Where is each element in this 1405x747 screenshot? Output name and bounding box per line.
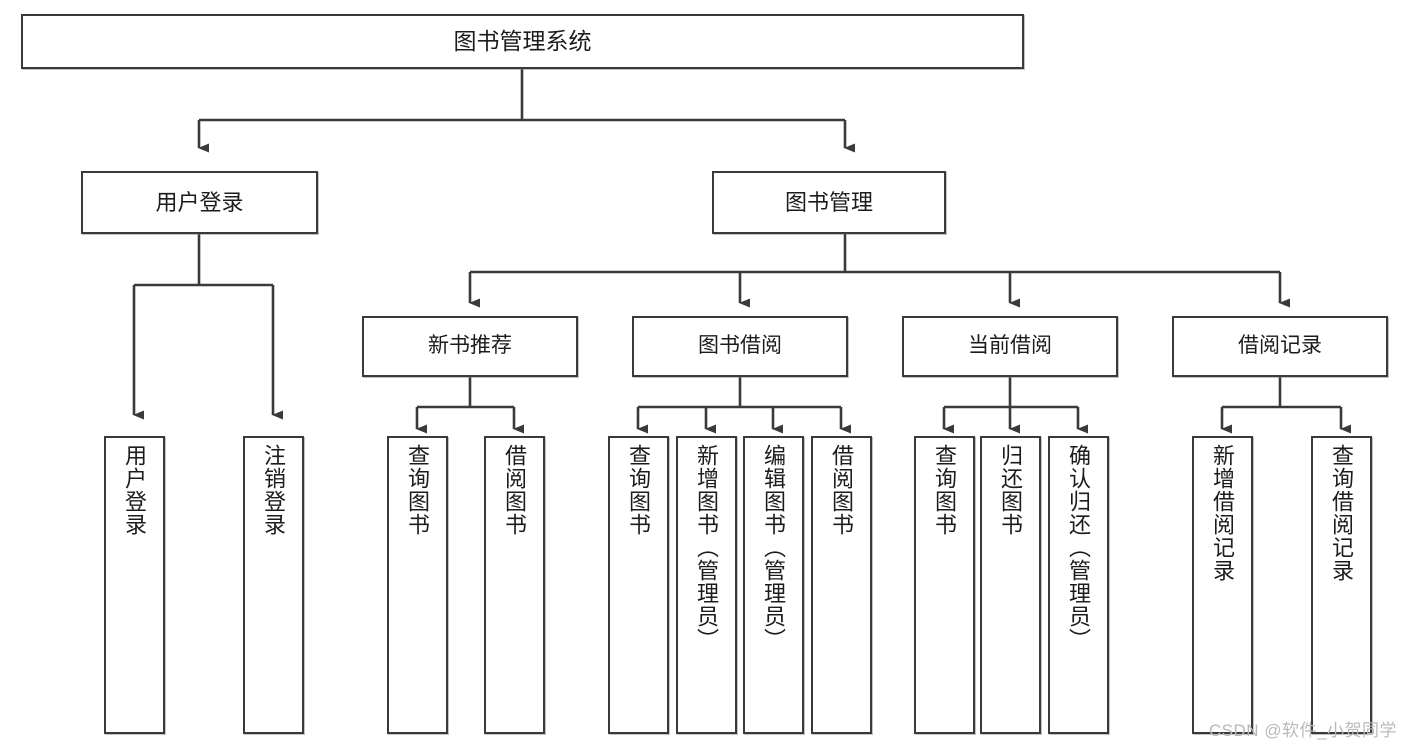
node-leaf-query-book-1-label: 查询图书	[405, 444, 431, 536]
node-leaf-borrow-book-1[interactable]: 借阅图书	[484, 436, 545, 734]
node-leaf-query-book-1[interactable]: 查询图书	[387, 436, 448, 734]
node-current-borrow[interactable]: 当前借阅	[902, 316, 1118, 377]
node-leaf-add-book[interactable]: 新增图书（管理员）	[676, 436, 737, 734]
node-user-login[interactable]: 用户登录	[81, 171, 318, 234]
node-book-manage-label: 图书管理	[784, 189, 873, 215]
node-leaf-borrow-book-2[interactable]: 借阅图书	[811, 436, 872, 734]
node-leaf-query-book-3-label: 查询图书	[932, 444, 958, 536]
node-leaf-query-book-3[interactable]: 查询图书	[914, 436, 975, 734]
node-leaf-logout-login[interactable]: 注销登录	[243, 436, 304, 734]
node-root-system-label: 图书管理系统	[453, 27, 592, 54]
csdn-watermark: CSDN @软件_小贺同学	[1208, 721, 1397, 740]
node-new-book-recommend-label: 新书推荐	[428, 334, 512, 358]
node-book-borrow[interactable]: 图书借阅	[632, 316, 848, 377]
node-leaf-query-record-label: 查询借阅记录	[1329, 444, 1355, 582]
node-leaf-borrow-book-2-label: 借阅图书	[829, 444, 855, 536]
node-current-borrow-label: 当前借阅	[968, 334, 1052, 358]
node-leaf-return-book[interactable]: 归还图书	[980, 436, 1041, 734]
node-leaf-add-book-label: 新增图书（管理员）	[694, 444, 720, 651]
node-new-book-recommend[interactable]: 新书推荐	[362, 316, 578, 377]
node-leaf-query-book-2-label: 查询图书	[626, 444, 652, 536]
node-root-system[interactable]: 图书管理系统	[21, 14, 1024, 69]
node-leaf-confirm-return[interactable]: 确认归还（管理员）	[1048, 436, 1109, 734]
node-leaf-query-record[interactable]: 查询借阅记录	[1311, 436, 1372, 734]
node-leaf-borrow-book-1-label: 借阅图书	[502, 444, 528, 536]
node-leaf-user-login-label: 用户登录	[122, 444, 148, 536]
node-book-manage[interactable]: 图书管理	[712, 171, 946, 234]
node-leaf-query-book-2[interactable]: 查询图书	[608, 436, 669, 734]
node-leaf-confirm-return-label: 确认归还（管理员）	[1066, 444, 1092, 651]
node-leaf-edit-book[interactable]: 编辑图书（管理员）	[743, 436, 804, 734]
node-leaf-logout-login-label: 注销登录	[261, 444, 287, 536]
node-borrow-record[interactable]: 借阅记录	[1172, 316, 1388, 377]
node-leaf-user-login[interactable]: 用户登录	[104, 436, 165, 734]
node-leaf-add-record-label: 新增借阅记录	[1210, 444, 1236, 582]
node-book-borrow-label: 图书借阅	[698, 334, 782, 358]
node-leaf-return-book-label: 归还图书	[998, 444, 1024, 536]
node-borrow-record-label: 借阅记录	[1238, 334, 1322, 358]
node-user-login-label: 用户登录	[155, 189, 244, 215]
node-leaf-add-record[interactable]: 新增借阅记录	[1192, 436, 1253, 734]
node-leaf-edit-book-label: 编辑图书（管理员）	[761, 444, 787, 651]
